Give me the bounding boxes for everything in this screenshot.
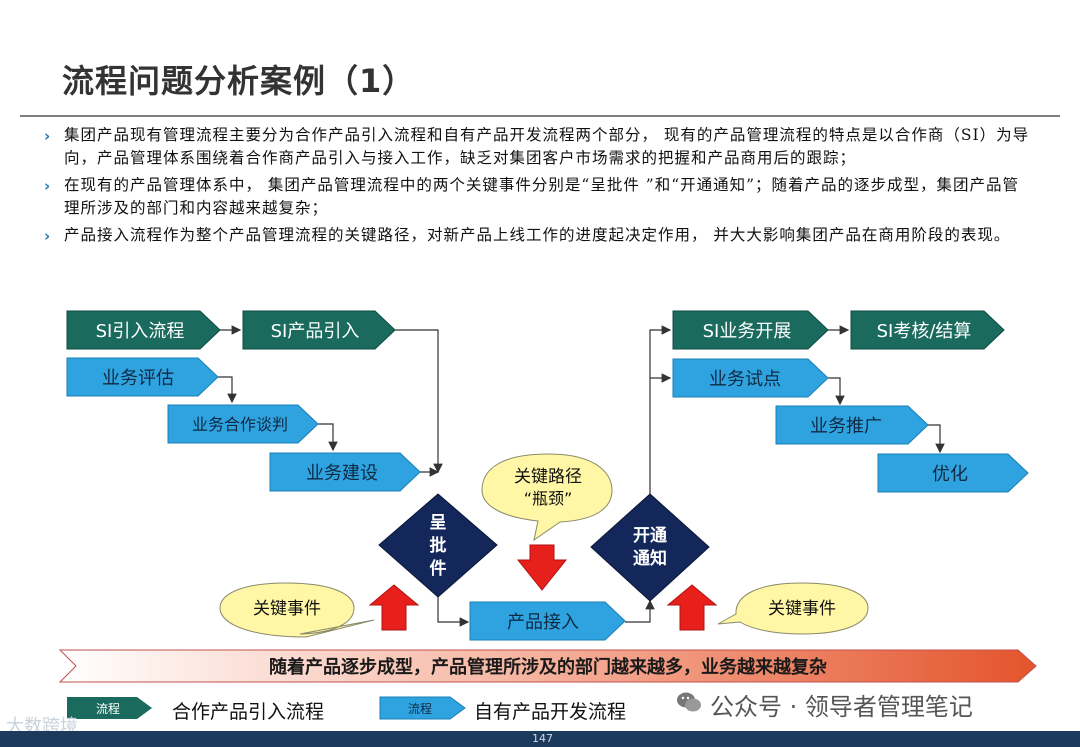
flow-step-biz-eval: 业务评估 [66, 357, 219, 397]
legend-label-own: 自有产品开发流程 [474, 701, 627, 723]
flow-step-label: 业务合作谈判 [192, 415, 288, 434]
flow-step-label: 业务推广 [810, 416, 882, 437]
page-title: 流程问题分析案例（1） [62, 62, 416, 100]
flow-step-label: SI业务开展 [703, 321, 792, 342]
flow-step-label: 业务评估 [102, 368, 174, 389]
flow-step-biz-negotiate: 业务合作谈判 [167, 404, 319, 444]
arrow-down-icon [516, 544, 568, 591]
bottom-banner: 随着产品逐步成型，产品管理所涉及的部门越来越多，业务越来越复杂 [58, 649, 1037, 683]
wechat-icon [677, 692, 701, 712]
chevron-right-icon: › [44, 127, 51, 145]
flow-step-label: SI考核/结算 [877, 321, 972, 342]
flow-step-biz-build: 业务建设 [269, 452, 421, 492]
flow-step-label: 业务建设 [306, 463, 378, 484]
chevron-right-icon: › [44, 227, 51, 245]
decision-diamond-approval: 呈 批 件 [378, 493, 498, 598]
page-number: 147 [532, 732, 553, 745]
flow-step-si-intro: SI引入流程 [66, 310, 221, 350]
arrow-up-icon [666, 584, 718, 631]
bullet-text: 在现有的产品管理体系中， 集团产品管理流程中的两个关键事件分别是“呈批件 ”和“… [64, 176, 1020, 217]
callout-key-event-right: 关键事件 [717, 582, 869, 635]
banner-label: 随着产品逐步成型，产品管理所涉及的部门越来越多，业务越来越复杂 [269, 656, 827, 678]
callout-label: “瓶颈” [524, 489, 573, 508]
flow-step-biz-promote: 业务推广 [775, 405, 929, 445]
diamond-label: 开通 [633, 526, 667, 546]
watermark-text: 公众号 · 领导者管理笔记 [710, 693, 973, 721]
chevron-right-icon: › [44, 177, 51, 195]
diamond-label: 批 [430, 535, 447, 556]
arrow-up-icon [368, 584, 420, 631]
footer-bar [0, 731, 1080, 747]
callout-label: 关键路径 [514, 467, 582, 487]
legend-swatch-own: 流程 [379, 696, 466, 720]
legend-label-partner: 合作产品引入流程 [172, 701, 325, 723]
bullet-text: 集团产品现有管理流程主要分为合作产品引入流程和自有产品开发流程两个部分， 现有的… [64, 126, 1030, 167]
bullet-text: 产品接入流程作为整个产品管理流程的关键路径，对新产品上线工作的进度起决定作用， … [64, 226, 1011, 244]
flow-step-optimize: 优化 [877, 453, 1029, 493]
bullet-item: › 产品接入流程作为整个产品管理流程的关键路径，对新产品上线工作的进度起决定作用… [44, 224, 1034, 247]
legend-tag: 流程 [408, 701, 432, 716]
callout-bottleneck: 关键路径 “瓶颈” [481, 453, 613, 542]
bullet-list: › 集团产品现有管理流程主要分为合作产品引入流程和自有产品开发流程两个部分， 现… [44, 124, 1034, 251]
legend-swatch-partner: 流程 [67, 697, 152, 719]
flow-step-product-access: 产品接入 [469, 601, 626, 641]
title-divider [20, 115, 1060, 117]
decision-diamond-activation: 开通 通知 [590, 493, 710, 602]
flow-step-si-product: SI产品引入 [242, 310, 396, 350]
callout-label: 关键事件 [768, 599, 836, 619]
flow-step-label: 产品接入 [507, 612, 579, 633]
diamond-label: 呈 [430, 513, 447, 533]
flow-step-si-biz-launch: SI业务开展 [672, 310, 829, 350]
bullet-item: › 在现有的产品管理体系中， 集团产品管理流程中的两个关键事件分别是“呈批件 ”… [44, 174, 1034, 220]
flow-step-label: SI产品引入 [271, 321, 360, 342]
bullet-item: › 集团产品现有管理流程主要分为合作产品引入流程和自有产品开发流程两个部分， 现… [44, 124, 1034, 170]
flow-step-label: 业务试点 [709, 369, 781, 390]
flow-step-biz-pilot: 业务试点 [672, 358, 829, 398]
diamond-label: 件 [430, 558, 447, 579]
flow-step-label: SI引入流程 [96, 321, 185, 342]
diamond-label: 通知 [633, 548, 667, 569]
callout-label: 关键事件 [253, 599, 321, 619]
legend-tag: 流程 [96, 701, 120, 716]
callout-key-event-left: 关键事件 [219, 582, 375, 638]
flow-step-si-assess: SI考核/结算 [850, 310, 1005, 350]
flow-step-label: 优化 [932, 464, 968, 485]
